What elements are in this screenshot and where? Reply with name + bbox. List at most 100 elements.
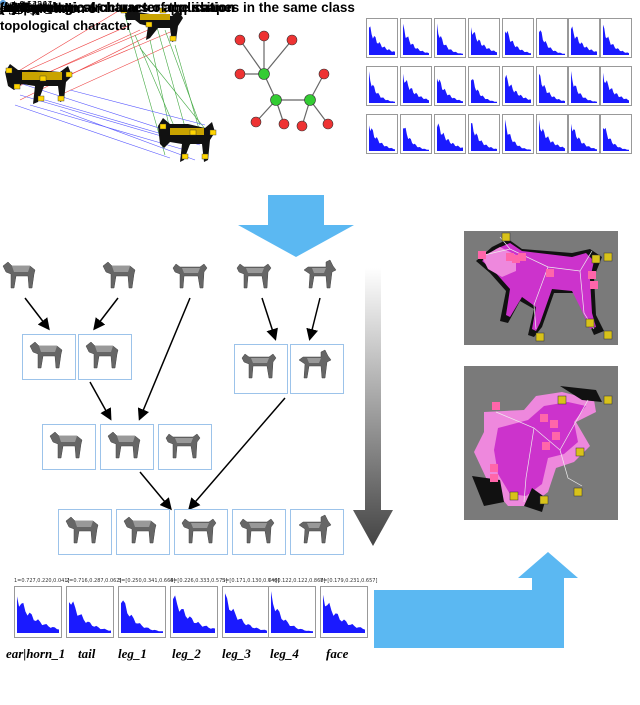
shape-calf: [29, 341, 63, 369]
histogram-header: 6=[0.122,0.122,0.868]: [268, 578, 326, 584]
matching-image-top: [464, 231, 618, 345]
group-cell: [116, 509, 170, 555]
markers-bottom: [490, 395, 613, 505]
gradient-arrow: [353, 268, 393, 546]
topological-histogram: [14, 586, 62, 638]
mini-histogram: [468, 66, 500, 106]
graph-junction-nodes: [258, 68, 316, 106]
col-label-ear-horn-2-visible: ear|horn_2: [0, 0, 36, 15]
group-cell: [158, 424, 212, 470]
histogram-label: leg_4: [270, 646, 299, 661]
col-label-leg-4: leg_4: [0, 0, 29, 15]
mini-histogram: [366, 18, 398, 58]
more-special-label: more special: [0, 0, 68, 15]
caption-a: (a) Common structures of the shapes in t…: [0, 0, 355, 15]
animal-top: [125, 6, 183, 42]
mini-histogram: [502, 18, 534, 58]
mini-histogram: [366, 66, 398, 106]
group-cell: [290, 344, 344, 394]
topological-histogram: [320, 586, 368, 638]
group-cell: [174, 509, 228, 555]
group-cell: [78, 334, 132, 380]
more-general-label: more general: [0, 0, 72, 15]
shape-calf-2: [102, 261, 136, 289]
group-cell: [42, 424, 96, 470]
mini-histogram: [536, 114, 568, 154]
shape-calf-1: [2, 261, 36, 289]
shape-cow: [181, 518, 217, 544]
hierarchy-tree: [24, 297, 321, 511]
col-label-ear-horn-1: ear|horn_1: [0, 0, 60, 15]
shape-goat: [298, 349, 332, 379]
row-label-cattle: cattle: [0, 0, 32, 15]
group-box-five: [0, 0, 6, 6]
mini-histogram: [400, 18, 432, 58]
histogram-label: ear|horn_1: [6, 646, 66, 661]
mini-histogram: [536, 66, 568, 106]
histogram-label: tail: [78, 646, 96, 661]
histogram-label: leg_2: [172, 646, 201, 661]
mini-histogram: [502, 114, 534, 154]
topological-histogram: [170, 586, 218, 638]
shape-cow: [239, 518, 275, 544]
application-arrow: [374, 552, 578, 648]
caption-c: (c) Topological character application: [0, 0, 235, 15]
mini-histogram: [400, 66, 432, 106]
mini-histogram: [568, 18, 600, 58]
mini-histogram: [434, 66, 466, 106]
mini-histogram: [366, 114, 398, 154]
mini-histogram: [568, 114, 600, 154]
group-cell: [22, 334, 76, 380]
shape-cow: [241, 353, 277, 379]
mini-histogram: [434, 114, 466, 154]
shape-cow-2: [236, 263, 272, 289]
mini-histogram: [568, 66, 600, 106]
matching-image-bottom: [464, 366, 618, 520]
mini-histogram: [600, 18, 632, 58]
histogram-label: leg_1: [118, 646, 147, 661]
shape-goat: [298, 514, 332, 544]
shape-calf: [107, 431, 141, 459]
group-cell: [100, 424, 154, 470]
mini-histogram: [434, 18, 466, 58]
mini-histogram: [468, 18, 500, 58]
shape-cow-1: [172, 263, 208, 289]
topological-histogram: [222, 586, 270, 638]
histogram-header: 3=[0.250,0.341,0.668]: [118, 578, 176, 584]
shape-calf: [123, 516, 157, 544]
histogram-header: 1=0.727,0.220,0.041]: [14, 578, 70, 584]
correspondence-figure: [5, 6, 217, 162]
group-cell: [234, 344, 288, 394]
mini-histogram: [468, 114, 500, 154]
group-cell: [58, 509, 112, 555]
mini-histogram: [502, 66, 534, 106]
feature-markers: [5, 7, 217, 160]
group-cell: [290, 509, 344, 555]
cost-top: cost:0.14844: [0, 0, 53, 9]
tree-edges: [24, 297, 321, 511]
topological-histogram: [268, 586, 316, 638]
motivated-arrow: [238, 195, 354, 257]
application-label: Application of topological character: [0, 0, 131, 34]
animal-bottom: [158, 118, 215, 162]
caption-b: (b) Topological character acquisition: [0, 0, 236, 15]
histogram-header: 2=0.716,0.287,0.062]: [66, 578, 122, 584]
mini-histogram: [536, 18, 568, 58]
col-label-leg-1: leg_1: [0, 0, 29, 15]
application-label-line1: Application of: [14, 1, 101, 16]
histogram-header: 5=[0.171,0.130,0.748]: [222, 578, 280, 584]
topological-histogram: [118, 586, 166, 638]
histogram-header: 7=[0.179,0.231,0.657]: [320, 578, 378, 584]
shape-calf: [65, 516, 99, 544]
application-label-line2: topological character: [0, 18, 132, 33]
shape-calf: [49, 431, 83, 459]
histogram-label: face: [326, 646, 349, 661]
shape-cow: [165, 433, 201, 459]
motivated-label: motivated: [0, 0, 62, 15]
topological-histogram: [66, 586, 114, 638]
shape-calf: [85, 341, 119, 369]
col-label-leg-2: leg_2: [0, 0, 29, 15]
histogram-header: 4=[0.226,0.333,0.573]: [170, 578, 228, 584]
graph-end-nodes: [234, 30, 334, 132]
shape-goat-1: [303, 259, 337, 289]
